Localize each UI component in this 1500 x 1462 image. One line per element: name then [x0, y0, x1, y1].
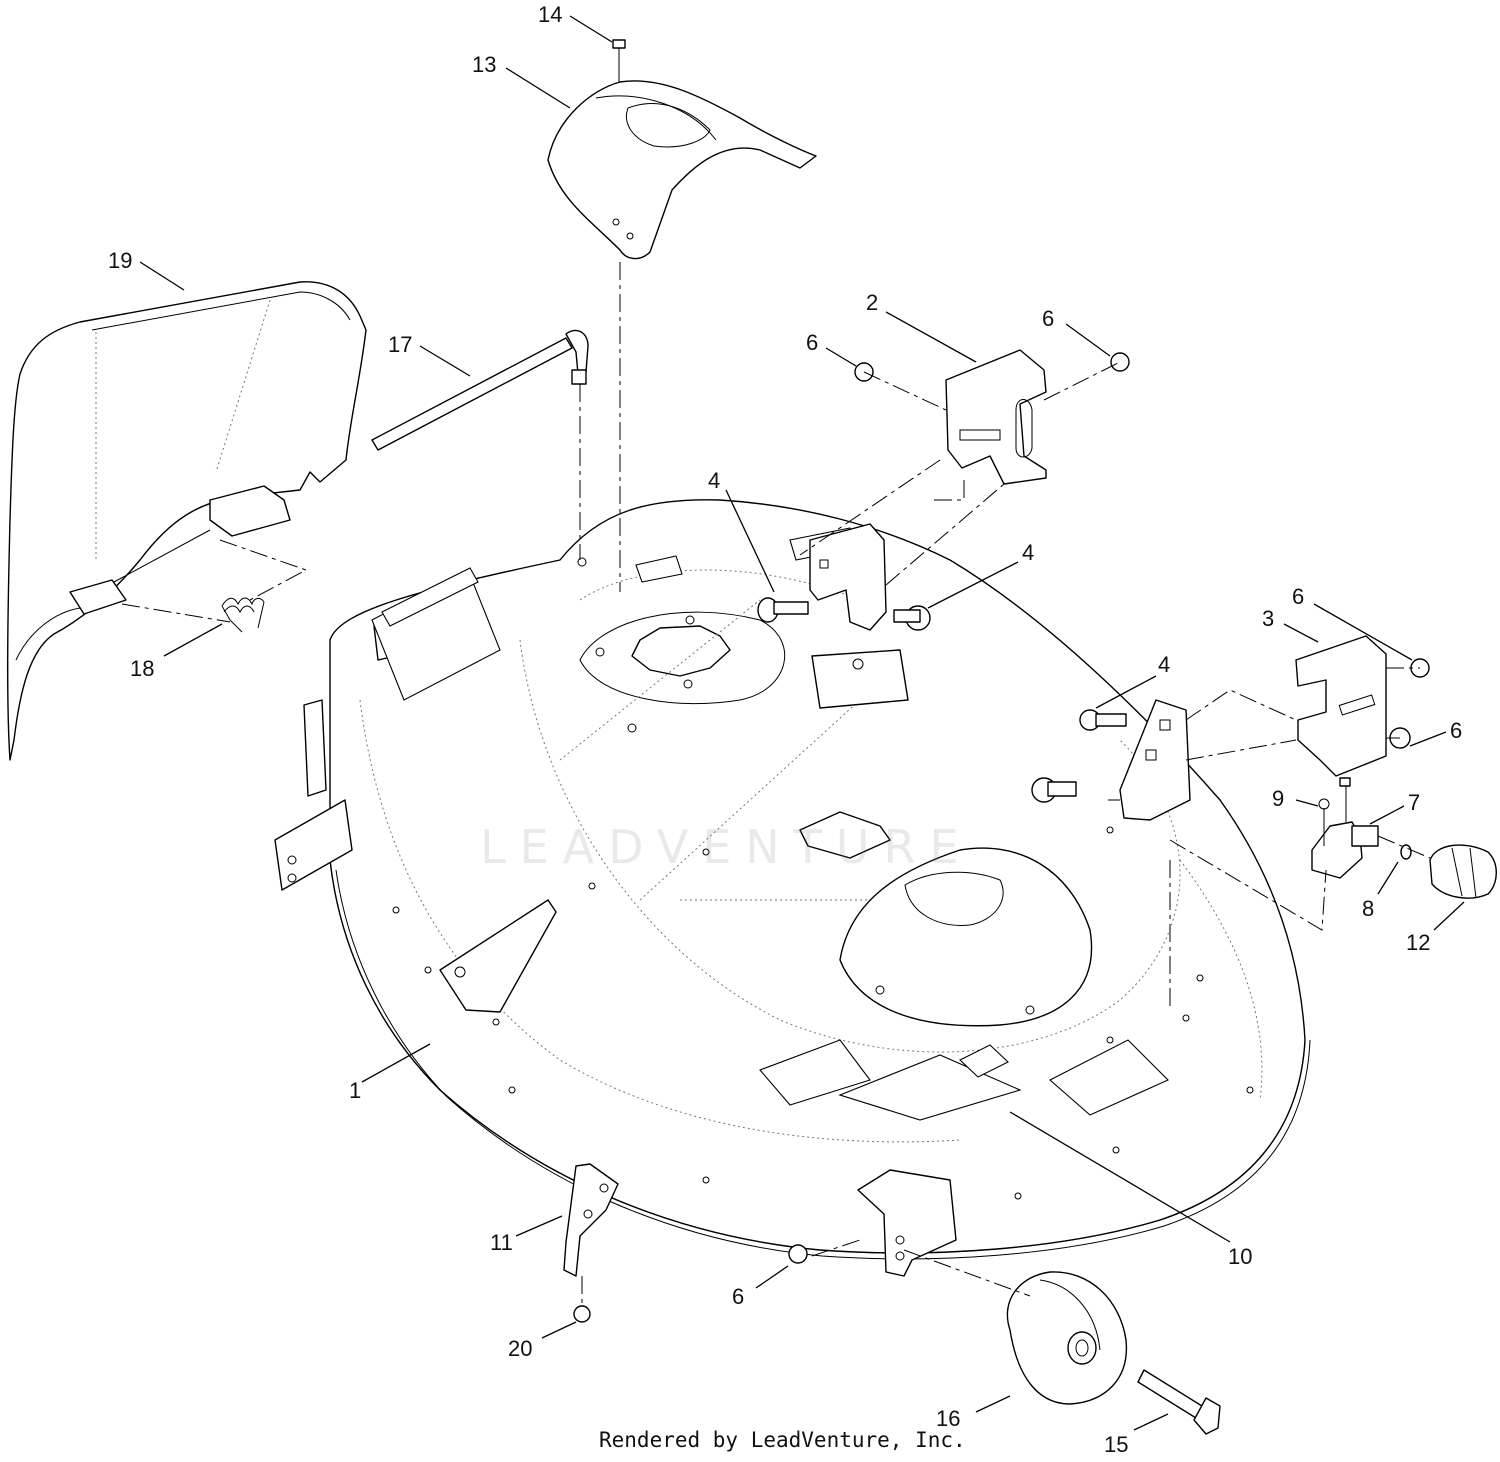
spring [221, 597, 265, 633]
clevis-pins [757, 597, 1127, 803]
callout-7: 7 [1408, 790, 1420, 815]
callout-labels: 1 2 3 4 4 4 6 6 6 6 6 7 8 9 10 11 12 13 … [108, 2, 1462, 1457]
callout-6-d: 6 [1450, 718, 1462, 743]
callout-15: 15 [1104, 1432, 1128, 1457]
callout-20: 20 [508, 1336, 532, 1361]
callout-10: 10 [1228, 1244, 1252, 1269]
leader-lines [139, 15, 1465, 1431]
callout-4-b: 4 [1022, 540, 1034, 565]
deck-bracket-center [809, 523, 887, 631]
callout-6-b: 6 [1042, 306, 1054, 331]
pulley-cover [547, 80, 817, 260]
discharge-chute [6, 281, 367, 761]
callout-4-a: 4 [708, 468, 720, 493]
footer-credit: Rendered by LeadVenture, Inc. [599, 1428, 966, 1452]
callout-16: 16 [936, 1406, 960, 1431]
callout-8: 8 [1362, 896, 1374, 921]
watermark: LEADVENTURE [480, 820, 973, 874]
callout-6-a: 6 [806, 330, 818, 355]
callout-14: 14 [538, 2, 562, 27]
callout-18: 18 [130, 656, 154, 681]
mower-deck [274, 499, 1311, 1260]
callout-12: 12 [1406, 930, 1430, 955]
callout-3: 3 [1262, 606, 1274, 631]
grease-fitting-assembly [1311, 777, 1497, 899]
bolt-14 [612, 39, 626, 64]
callout-6-c: 6 [1292, 584, 1304, 609]
callout-19: 19 [108, 248, 132, 273]
deck-bracket-right [1119, 699, 1191, 821]
wheel-bracket [857, 1169, 957, 1277]
gauge-bracket [563, 1163, 619, 1277]
assembly-lines [121, 64, 1431, 1306]
height-bracket-upper [945, 349, 1047, 485]
height-bracket-right [1295, 635, 1387, 777]
callout-17: 17 [388, 332, 412, 357]
callout-2: 2 [866, 290, 878, 315]
wheel-bolt [1137, 1369, 1221, 1435]
chute-rod [371, 329, 589, 451]
callout-13: 13 [472, 52, 496, 77]
gauge-wheel [1006, 1271, 1128, 1405]
callout-4-c: 4 [1158, 652, 1170, 677]
callout-11: 11 [490, 1230, 513, 1255]
callout-6-e: 6 [732, 1284, 744, 1309]
nuts [573, 352, 1430, 1323]
callout-1: 1 [349, 1078, 361, 1103]
callout-9: 9 [1272, 786, 1284, 811]
